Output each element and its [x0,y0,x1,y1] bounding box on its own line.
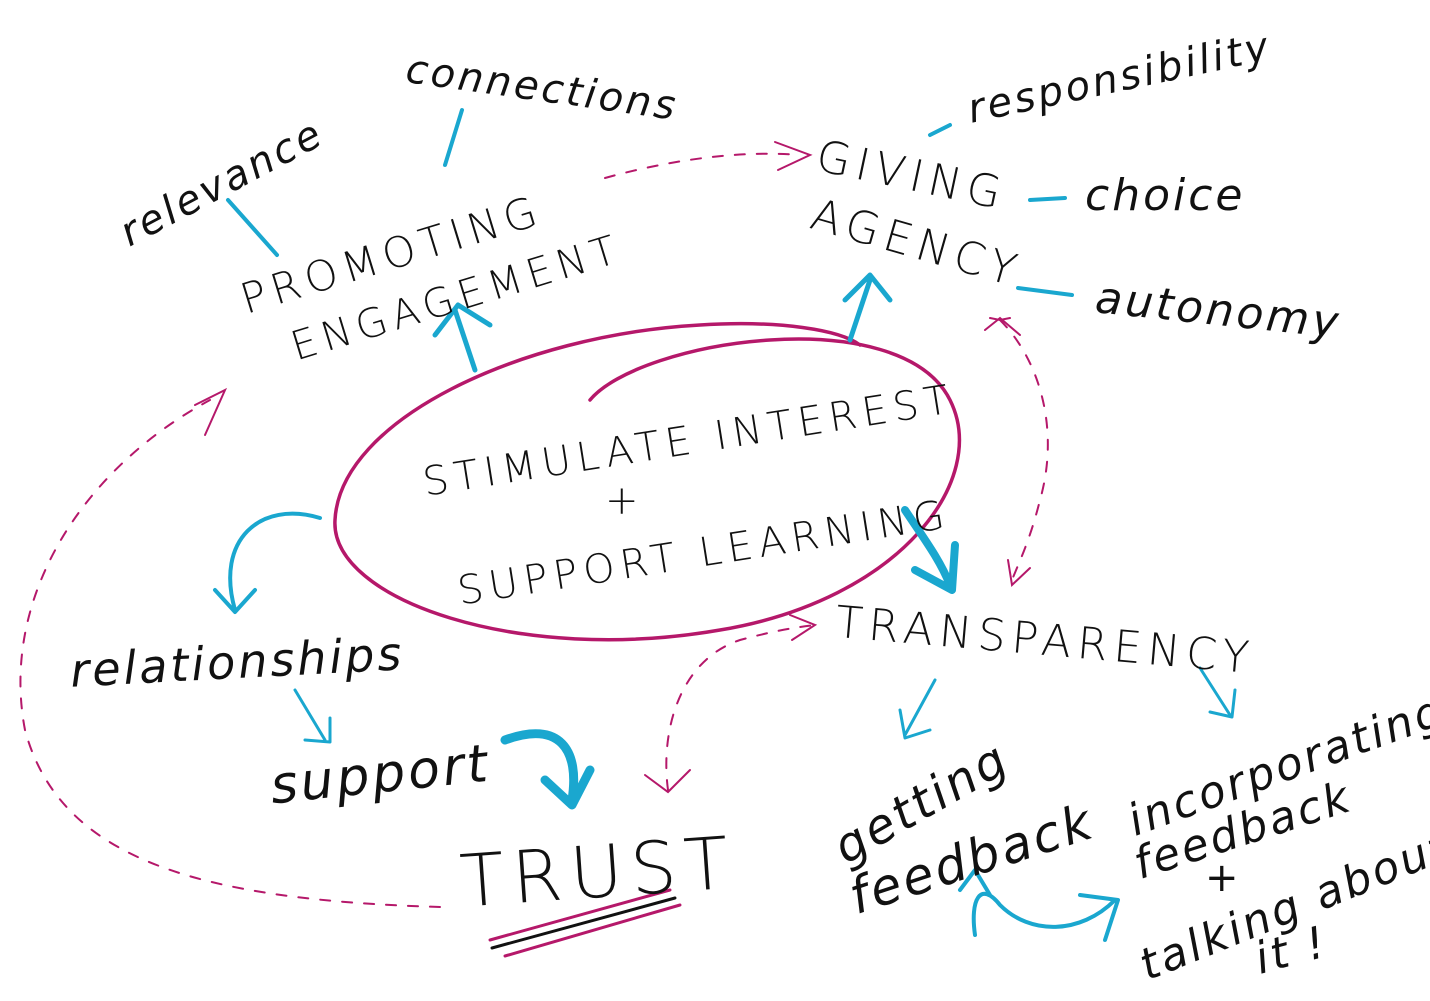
arrow-to-incorporating [1198,666,1237,719]
dashed-engagement-to-agency [604,152,801,179]
arrow-to-transparency [901,506,959,594]
dashed-arrowheads [194,141,1031,794]
arrow-to-agency [842,272,893,343]
arrow-to-engagement [432,302,493,373]
trust-underline [488,888,682,958]
center-ellipse [333,321,962,642]
dashed-trust-to-transparency [665,624,816,791]
arrow-relationships-to-support [293,688,332,744]
arrow-support-to-trust [500,729,595,810]
arrow-feedback-loop [958,868,1120,942]
center-plus: + [605,478,645,524]
leaf-choice: choice [1085,170,1246,221]
dashed-connectors [19,152,1049,908]
dashed-agency-to-transparency [999,319,1049,581]
arrow-to-getting [898,678,937,740]
leaf-ticks [226,108,1074,297]
leaf-plus: + [1205,855,1242,901]
arrow-to-relationships [213,511,322,614]
blue-arrows [213,272,1237,942]
dashed-trust-to-engagement [19,399,441,908]
